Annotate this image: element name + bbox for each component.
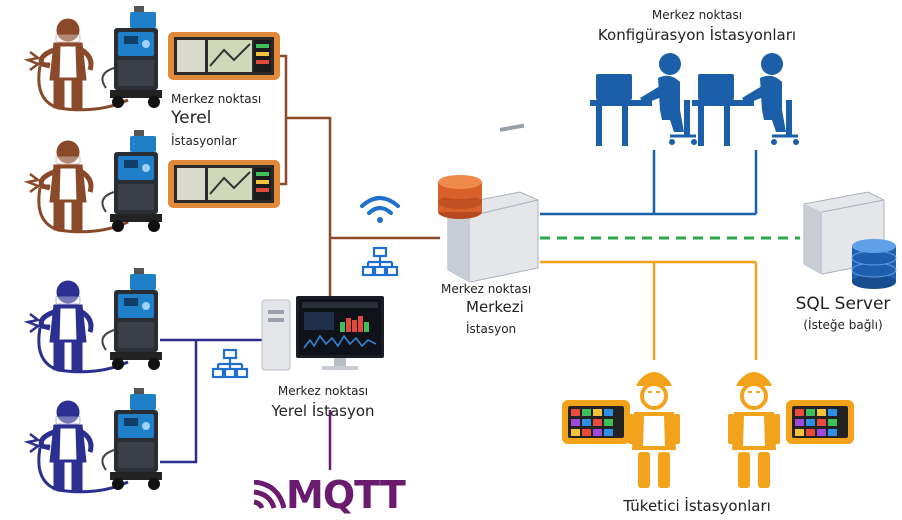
tablet-icon <box>562 400 630 444</box>
local-top-label-line2: Yerel <box>171 108 212 128</box>
hardhat-worker-icon <box>726 370 782 490</box>
mqtt-text: MQTT <box>286 473 406 517</box>
welding-machine-icon <box>101 267 163 371</box>
desktop-computer-icon <box>261 296 384 371</box>
database-icon <box>851 239 897 289</box>
wifi-icon <box>360 196 400 223</box>
blue-links <box>540 150 758 216</box>
tablet-icon <box>167 31 281 81</box>
hardhat-worker-icon <box>626 370 682 490</box>
consumer-label: Tüketici İstasyonları <box>623 497 771 515</box>
database-icon <box>438 175 482 219</box>
navy-links <box>160 338 262 464</box>
local-station-label-line2: Yerel İstasyon <box>271 402 375 420</box>
local-top-label-line3: İstasyonlar <box>171 134 237 148</box>
desk-operator-icon <box>690 51 801 148</box>
sql-label-line1: SQL Server <box>795 294 891 314</box>
network-icon <box>361 246 399 277</box>
welding-machine-icon <box>101 129 163 233</box>
tablet-icon <box>786 400 854 444</box>
welding-machine-icon <box>101 5 163 109</box>
config-label-line2: Konfigürasyon İstasyonları <box>597 26 797 44</box>
mqtt-waves-icon <box>253 479 287 510</box>
config-label-line1: Merkez noktası <box>651 8 743 22</box>
tablet-icon <box>167 159 281 209</box>
desk-operator-icon <box>588 51 699 148</box>
local-top-label-line1: Merkez noktası <box>171 92 262 106</box>
central-label-line1: Merkez noktası <box>441 282 532 296</box>
network-icon <box>211 348 249 379</box>
local-station-label-line1: Merkez noktası <box>277 384 369 398</box>
welding-machine-icon <box>101 387 163 491</box>
mqtt-logo: MQTT <box>252 473 406 517</box>
central-label-line2: Merkezi <box>466 298 524 316</box>
central-label-line3: İstasyon <box>466 322 517 336</box>
orange-links <box>540 260 758 360</box>
sql-label-line2: (İsteğe bağlı) <box>803 318 883 332</box>
